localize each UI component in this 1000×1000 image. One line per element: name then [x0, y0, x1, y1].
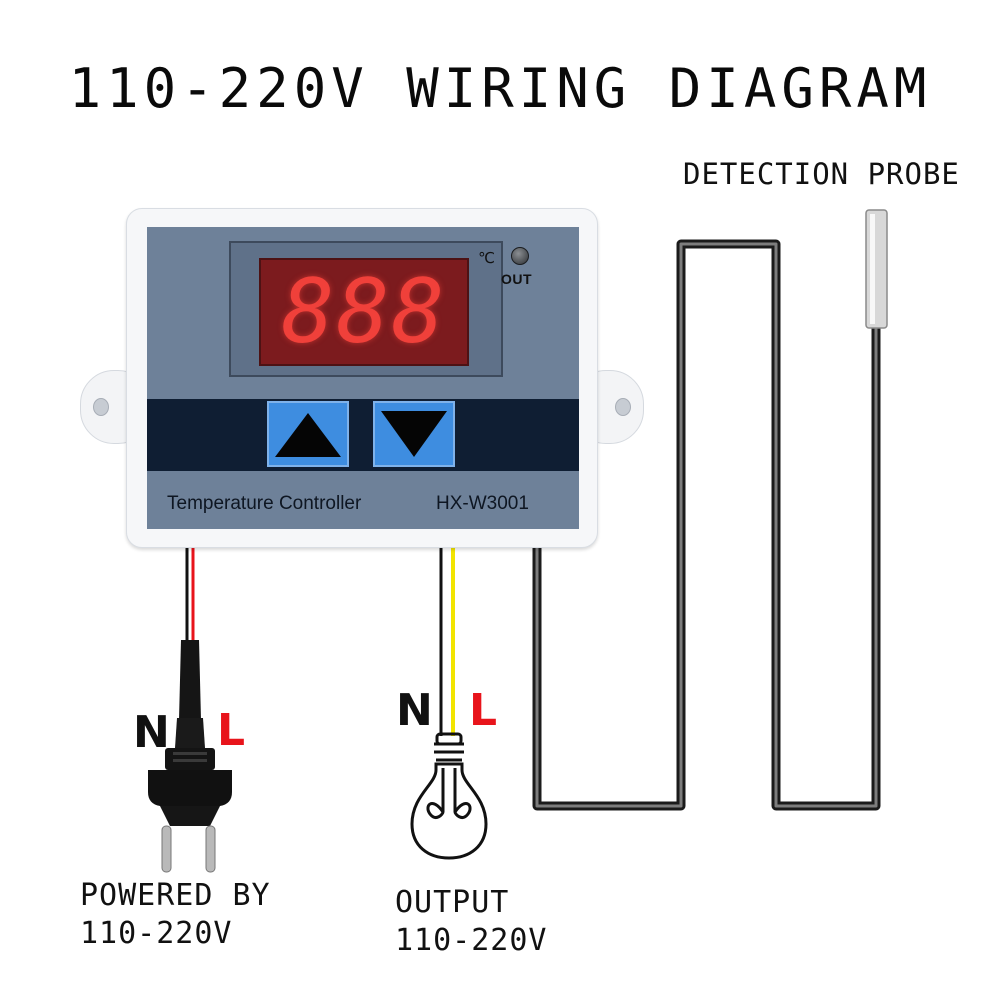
power-caption-line1: POWERED BY [80, 878, 271, 913]
diagram-title: 110-220V WIRING DIAGRAM [68, 57, 932, 120]
controller-name: Temperature Controller [167, 493, 362, 514]
output-wires [439, 548, 455, 736]
display-digits: 888 [281, 260, 447, 363]
up-button[interactable] [267, 401, 349, 467]
probe-tip [865, 209, 888, 329]
light-bulb-icon [410, 732, 488, 860]
output-caption-line2: 110-220V [395, 923, 548, 958]
output-live-label: L [469, 685, 498, 736]
button-band [147, 399, 579, 471]
temperature-controller: 888 ℃ OUT Temperature Controller HX-W300… [126, 208, 598, 548]
up-arrow-icon [275, 413, 341, 457]
power-wires [179, 548, 201, 720]
plug-icon [148, 718, 232, 873]
controller-model: HX-W3001 [436, 493, 529, 514]
down-button[interactable] [373, 401, 455, 467]
power-caption-line2: 110-220V [80, 916, 233, 951]
down-arrow-icon [381, 411, 447, 457]
led-display: 888 [259, 258, 469, 366]
out-indicator-led [511, 247, 529, 265]
mounting-hole [93, 398, 109, 416]
front-panel: 888 ℃ OUT Temperature Controller HX-W300… [147, 227, 579, 529]
probe-label: DETECTION PROBE [683, 157, 960, 191]
mounting-hole [615, 398, 631, 416]
display-frame: 888 ℃ [229, 241, 503, 377]
output-caption-line1: OUTPUT [395, 885, 510, 920]
plug-neutral-label: N [133, 707, 170, 758]
plug-live-label: L [217, 705, 246, 756]
out-label: OUT [501, 271, 533, 287]
celsius-unit: ℃ [478, 249, 495, 267]
probe-cable [532, 239, 881, 811]
output-neutral-label: N [396, 685, 433, 736]
